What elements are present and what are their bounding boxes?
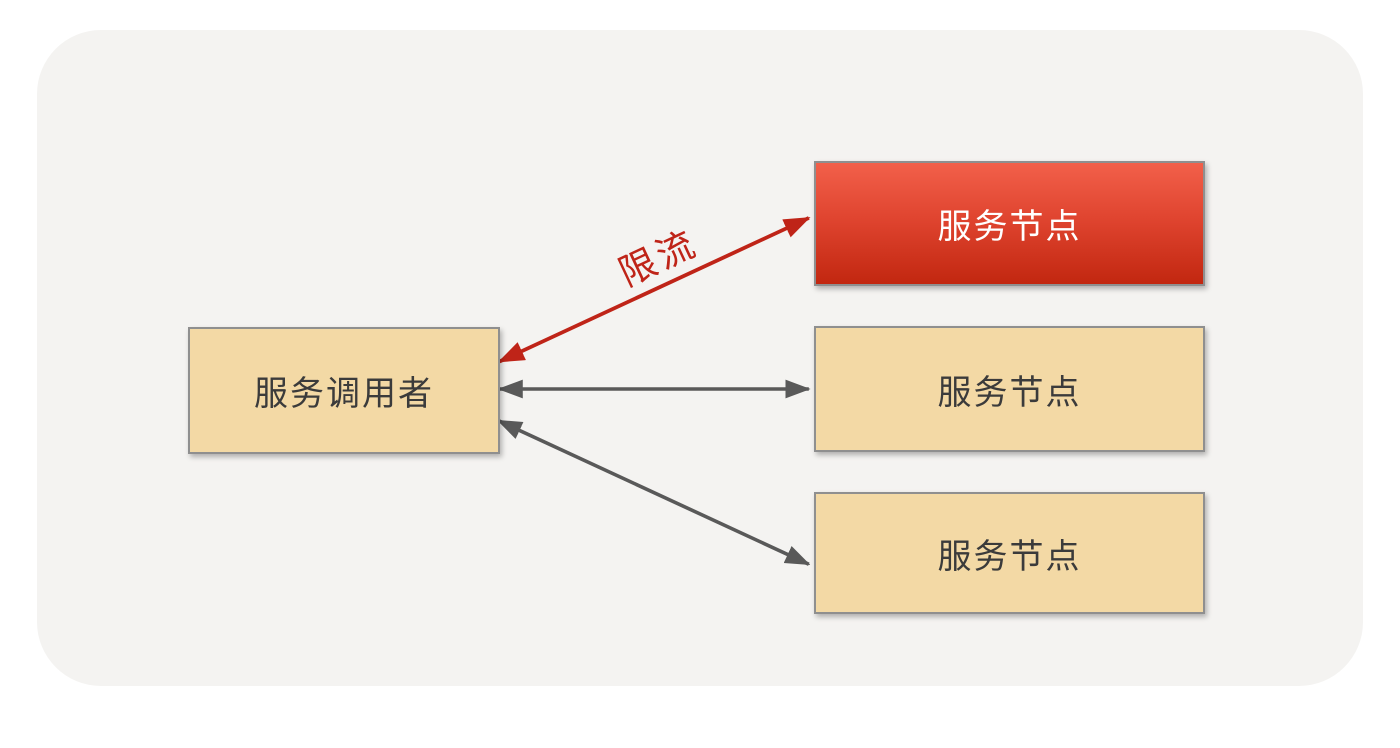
- edge-normal-arrow-2: [496, 419, 811, 566]
- rate-limit-edge-label: 限流: [612, 222, 705, 295]
- diagram-canvas: 服务调用者 服务节点 服务节点 服务节点 限流: [37, 30, 1363, 686]
- service-node-box: 服务节点: [814, 326, 1205, 452]
- service-node-rate-limited-box: 服务节点: [814, 161, 1205, 286]
- service-node-label: 服务节点: [937, 537, 1082, 576]
- service-node-label: 服务节点: [937, 208, 1082, 246]
- service-caller-box: 服务调用者: [188, 327, 500, 454]
- service-node-label: 服务节点: [937, 373, 1082, 412]
- service-node-box: 服务节点: [814, 492, 1205, 614]
- service-caller-label: 服务调用者: [254, 375, 434, 413]
